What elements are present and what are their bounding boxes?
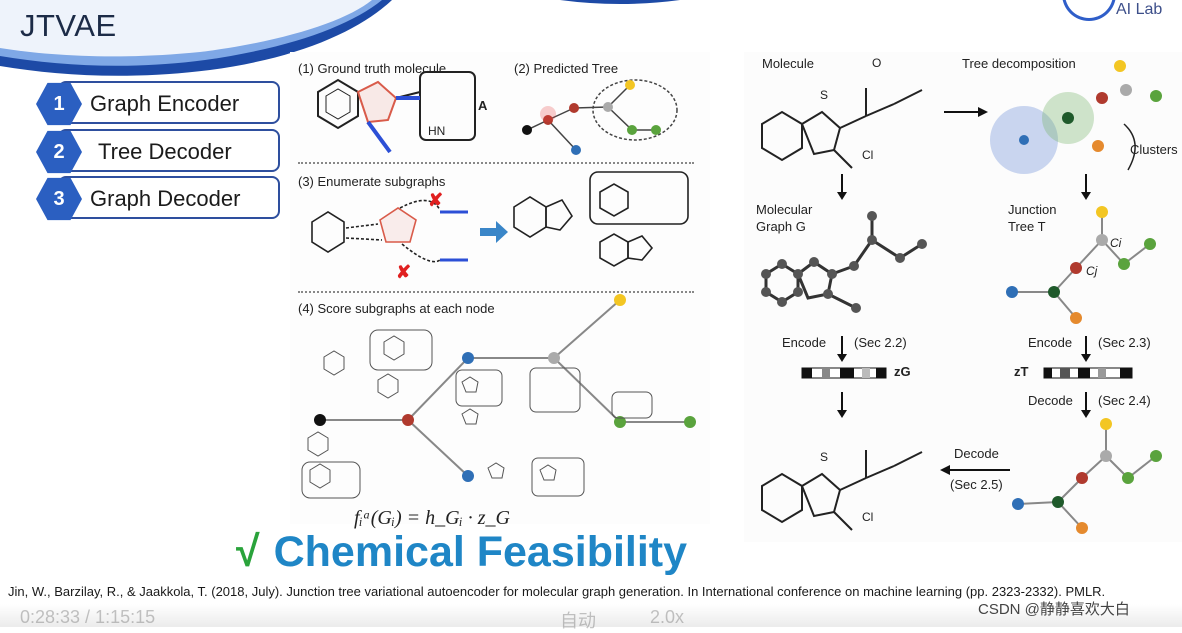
sec23-label: (Sec 2.3) bbox=[1098, 335, 1151, 350]
lab-name: AI Lab bbox=[1116, 1, 1163, 18]
top-accent-line bbox=[560, 0, 680, 4]
menu-item-graph-decoder[interactable]: 3 Graph Decoder bbox=[36, 176, 280, 221]
encode-right-label: Encode bbox=[1028, 335, 1073, 350]
tree-node bbox=[522, 125, 532, 135]
tree-node bbox=[603, 102, 613, 112]
decoding-steps-figure: (1) Ground truth molecule (2) Predicted … bbox=[290, 52, 710, 529]
molecule-label: Molecule bbox=[762, 56, 815, 71]
reject-icon: ✘ bbox=[428, 190, 443, 210]
tree-node bbox=[569, 103, 579, 113]
divider bbox=[298, 162, 694, 164]
panel1-label: (1) Ground truth molecule bbox=[298, 61, 447, 76]
feasibility-text: Chemical Feasibility bbox=[273, 528, 688, 576]
atom-s-label: S bbox=[820, 88, 829, 102]
sec25-label: (Sec 2.5) bbox=[950, 477, 1003, 492]
menu-item-label: Graph Decoder bbox=[90, 186, 241, 211]
clusters-label: Clusters bbox=[1130, 142, 1178, 157]
check-icon: √ bbox=[236, 528, 260, 576]
molecular-graph-label-2: Graph G bbox=[756, 219, 806, 234]
decode-mid-label: Decode bbox=[954, 446, 999, 461]
lab-logo-icon bbox=[1062, 0, 1116, 21]
watermark: CSDN @静静喜欢大白 bbox=[978, 601, 1130, 618]
tree-node bbox=[651, 125, 661, 135]
cj-label: Cj bbox=[1086, 264, 1098, 278]
label-a: A bbox=[478, 98, 488, 113]
page-title: JTVAE bbox=[20, 8, 117, 43]
sec24-label: (Sec 2.4) bbox=[1098, 393, 1151, 408]
menu-item-graph-encoder[interactable]: 1 Graph Encoder bbox=[36, 81, 280, 126]
panel4-label: (4) Score subgraphs at each node bbox=[298, 301, 495, 316]
menu-number-badge: 3 bbox=[36, 177, 82, 221]
menu-item-label: Graph Encoder bbox=[90, 91, 240, 116]
arrow-right-icon bbox=[480, 221, 508, 243]
reject-icon: ✘ bbox=[396, 262, 411, 282]
menu-item-label: Tree Decoder bbox=[98, 139, 232, 164]
menu-item-tree-decoder[interactable]: 2 Tree Decoder bbox=[36, 129, 280, 174]
zg-label: zG bbox=[894, 364, 911, 379]
label-hn: HN bbox=[428, 124, 446, 138]
right-figure-drawing bbox=[761, 60, 1162, 534]
tree-node bbox=[543, 115, 553, 125]
encode-left-label: Encode bbox=[782, 335, 827, 350]
citation: Jin, W., Barzilay, R., & Jaakkola, T. (2… bbox=[8, 584, 1106, 599]
tree-node bbox=[627, 125, 637, 135]
ci-label: Ci bbox=[1110, 236, 1122, 250]
panel3-label: (3) Enumerate subgraphs bbox=[298, 174, 446, 189]
tree-node bbox=[625, 80, 635, 90]
menu-number-badge: 1 bbox=[36, 82, 82, 126]
divider bbox=[298, 291, 694, 293]
tree-decomposition-label: Tree decomposition bbox=[962, 56, 1076, 71]
title-banner bbox=[0, 0, 392, 76]
speed-button[interactable]: 2.0x bbox=[650, 607, 685, 627]
junction-tree-label-2: Tree T bbox=[1008, 219, 1046, 234]
molecular-graph-label: Molecular bbox=[756, 202, 813, 217]
atom-cl-label: Cl bbox=[862, 148, 874, 162]
jtvae-overview-figure: Molecule Tree decomposition Clusters Mol… bbox=[744, 52, 1182, 542]
zt-label: zT bbox=[1014, 364, 1029, 379]
decode-right-label: Decode bbox=[1028, 393, 1073, 408]
left-figure-drawing: ✘ ✘ bbox=[301, 71, 696, 499]
chemical-feasibility-callout: √ Chemical Feasibility bbox=[236, 528, 687, 577]
video-player-bar[interactable] bbox=[0, 604, 1182, 627]
arrow-left-icon bbox=[940, 465, 950, 475]
atom-s-label: S bbox=[820, 450, 829, 464]
arrow-right-icon bbox=[978, 107, 988, 117]
quality-button[interactable]: 自动 bbox=[560, 611, 596, 631]
atom-o-label: O bbox=[872, 56, 882, 70]
panel2-label: (2) Predicted Tree bbox=[514, 61, 619, 76]
menu-number-badge: 2 bbox=[36, 130, 82, 174]
tree-node bbox=[571, 145, 581, 155]
atom-cl-label: Cl bbox=[862, 510, 874, 524]
junction-tree-label: Junction bbox=[1008, 202, 1057, 217]
sec22-label: (Sec 2.2) bbox=[854, 335, 907, 350]
player-time: 0:28:33 / 1:15:15 bbox=[20, 607, 156, 627]
score-formula: fᵢᵃ(Gᵢ) = h_Gᵢ · z_G bbox=[354, 507, 510, 529]
